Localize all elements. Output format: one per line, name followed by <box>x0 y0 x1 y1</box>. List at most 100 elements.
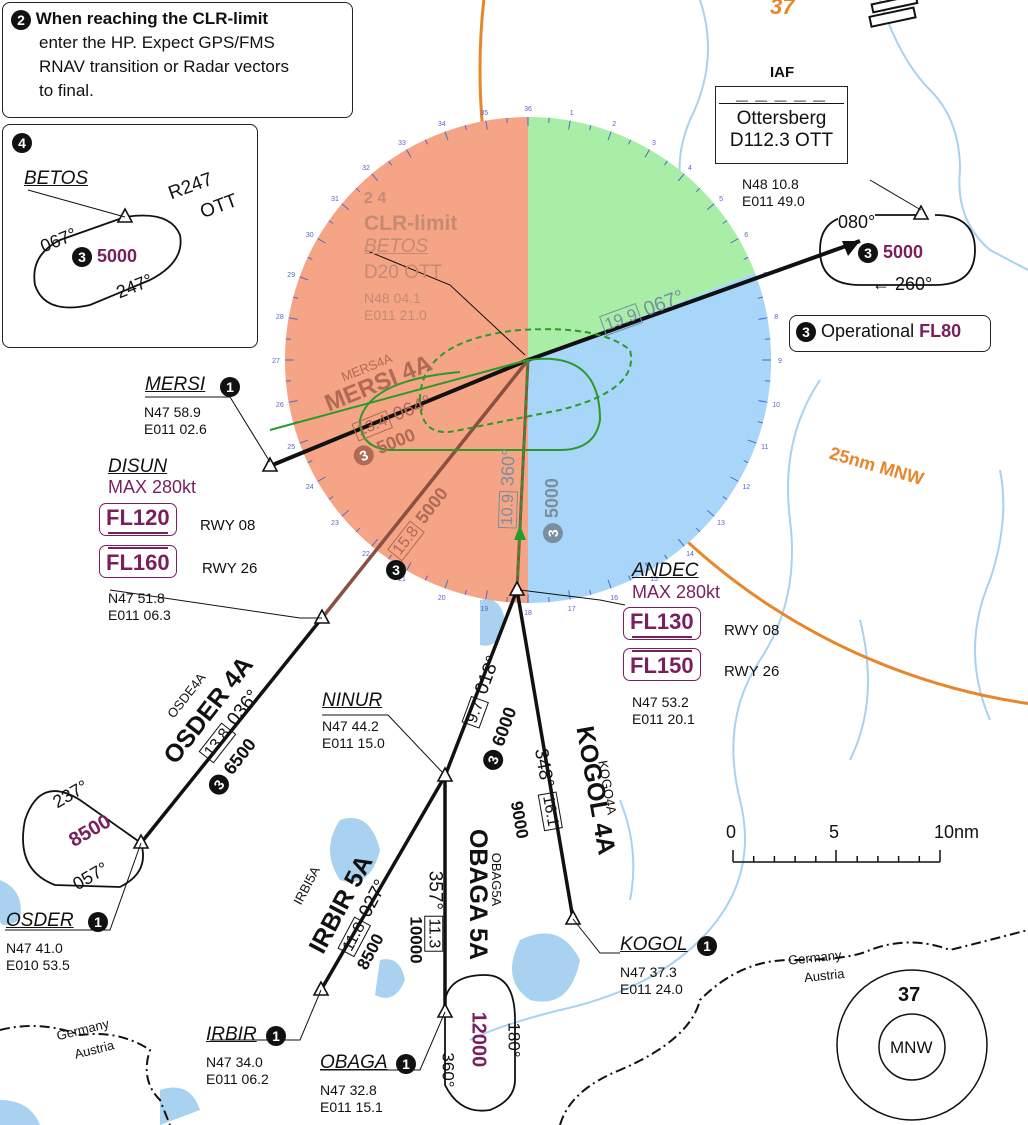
compass-tick <box>355 527 361 533</box>
fix-triangle <box>261 456 279 472</box>
compass-tick <box>299 439 309 444</box>
compass-tick <box>444 579 449 589</box>
compass-label: 29 <box>287 272 295 279</box>
note-2-body-3: to final. <box>39 81 94 100</box>
sector-blue <box>528 273 772 604</box>
compass-label: 4 <box>688 165 692 172</box>
fix-kogol: KOGOL <box>620 934 688 955</box>
fix-mersi: MERSI <box>145 374 206 395</box>
compass-tick <box>485 590 488 600</box>
compass-label: 1 <box>570 110 574 117</box>
compass-tick <box>288 400 298 403</box>
compass-tick <box>355 187 361 193</box>
clr-limit-dist: D20 OTT <box>364 262 443 283</box>
compass-tick <box>307 256 313 260</box>
compass-tick <box>328 496 334 500</box>
fix-obaga-hold-alt: 12000 <box>467 1011 490 1068</box>
andec-inner-alt: 3 5000 <box>542 478 564 544</box>
compass-tick <box>328 220 334 224</box>
compass-tick <box>743 460 749 464</box>
compass-label: 22 <box>362 551 370 558</box>
fix-disun-rwy1: RWY 08 <box>200 517 256 534</box>
fix-osder-badge: 1 <box>88 912 108 932</box>
compass-label: 15 <box>650 576 658 583</box>
fix-andec-rwy2: RWY 26 <box>724 663 780 680</box>
fix-andec-alt2: FL150 <box>623 648 701 681</box>
iaf-dme-symbol: — — — — — <box>719 89 844 107</box>
compass-tick <box>706 510 715 517</box>
note-4-inset <box>2 124 258 348</box>
fix-ninur: NINUR <box>322 690 383 711</box>
river-lines <box>469 0 1028 1041</box>
kogol-leg-dist: 16.1 <box>537 791 563 831</box>
compass-tick <box>607 131 612 141</box>
compass-tick <box>644 149 650 158</box>
compass-tick <box>371 173 378 182</box>
osder-inner-note: 3 <box>386 560 406 580</box>
compass-tick <box>589 589 592 595</box>
andec-inner-course: 360° <box>497 448 519 487</box>
compass-label: 17 <box>568 606 576 613</box>
compass-tick <box>743 256 749 260</box>
sector-circle <box>284 116 772 604</box>
fix-obaga-hold-inbound: 360° <box>438 1052 458 1088</box>
compass-tick <box>293 296 299 299</box>
sector-green <box>528 116 755 361</box>
compass-rose: 1234567891011121314151617181920212223242… <box>272 106 782 617</box>
compass-label: 20 <box>438 595 446 602</box>
fix-irbir: IRBIR <box>206 1024 257 1045</box>
note-2-body-2: RNAV transition or Radar vectors <box>39 57 290 76</box>
compass-label: 2 <box>612 121 616 128</box>
iaf-freq: D112.3 OTT <box>729 130 834 151</box>
note-2-body-1: enter the HP. Expect GPS/FMS <box>39 33 275 52</box>
compass-tick <box>758 400 768 403</box>
compass-label: 30 <box>306 232 314 239</box>
fix-triangle <box>436 766 454 782</box>
obaga-name: OBAGA 5A <box>464 828 493 961</box>
fix-disun-alt1: FL120 <box>99 503 177 536</box>
note-4-badge: 4 <box>12 133 32 153</box>
sector-red <box>284 116 528 603</box>
iaf-hold-alt: 3 5000 <box>858 242 923 264</box>
compass-tick <box>406 149 412 158</box>
iaf-hold-inbound: 080° <box>838 212 876 233</box>
compass-tick <box>464 125 467 131</box>
clr-limit-fix: BETOS <box>364 236 429 257</box>
compass-label: 11 <box>761 444 768 451</box>
obaga-leg-dist: 11.3 <box>424 915 444 952</box>
compass-label: 35 <box>480 110 488 117</box>
compass-tick <box>568 120 571 130</box>
note-2-box: 2 When reaching the CLR-limit enter the … <box>2 2 353 118</box>
iaf-box: — — — — — Ottersberg D112.3 OTT <box>715 86 848 164</box>
compass-label: 33 <box>398 140 406 147</box>
mnw-symbol <box>836 969 988 1121</box>
fix-disun-alt2: FL160 <box>99 545 177 578</box>
compass-label: 13 <box>717 520 725 527</box>
compass-label: 18 <box>524 610 532 617</box>
compass-tick <box>388 554 392 560</box>
compass-label: 19 <box>480 606 488 613</box>
compass-tick <box>706 203 715 210</box>
obaga-holding <box>444 974 516 1112</box>
compass-tick <box>317 238 326 244</box>
compass-tick <box>628 139 632 145</box>
transition-tracks <box>269 328 633 591</box>
fix-triangle <box>313 608 331 624</box>
compass-label: 31 <box>331 196 339 203</box>
iaf-hold-outbound: ← 260° <box>872 274 933 294</box>
country-border <box>0 929 1028 1125</box>
compass-tick <box>424 139 428 145</box>
fix-triangle <box>436 1002 454 1018</box>
inset-fix-betos: BETOS <box>24 168 89 189</box>
mnw-number: 37 <box>898 984 921 1006</box>
fix-triangle <box>508 580 526 596</box>
compass-tick <box>388 160 392 166</box>
compass-label: 10 <box>772 402 780 409</box>
fix-triangle <box>312 980 330 996</box>
compass-tick <box>464 589 467 595</box>
obaga-leg-alt: 10000 <box>406 916 426 964</box>
operational-box: 3 Operational FL80 <box>789 315 991 352</box>
